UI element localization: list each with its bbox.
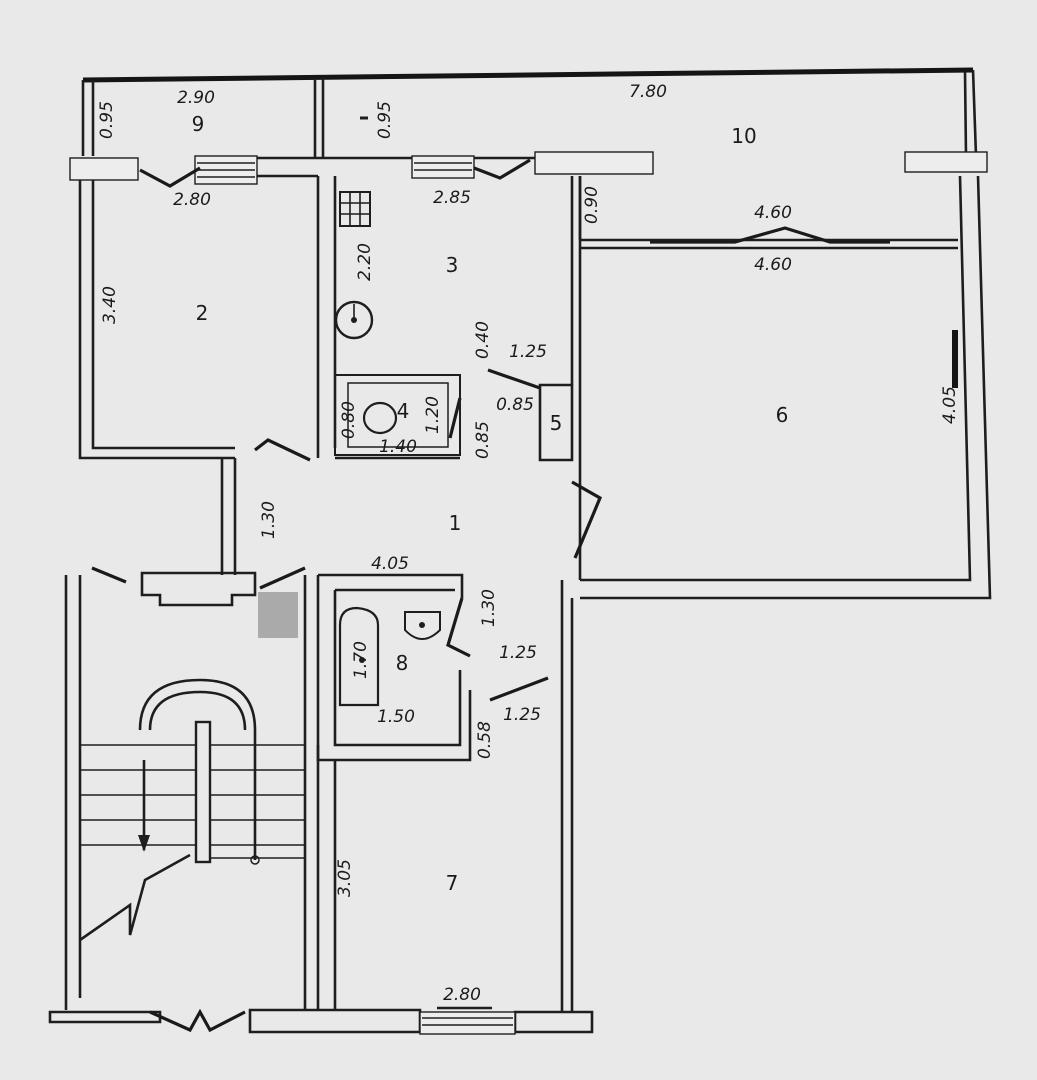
room-8-number: 8 (396, 651, 409, 675)
hall-left-wall (220, 458, 237, 575)
redacted-mark (258, 592, 298, 638)
dim-2-85: 2.85 (433, 188, 471, 208)
fixtures (258, 191, 461, 707)
window-room3 (411, 155, 475, 179)
dim-2-90: 2.90 (177, 88, 215, 108)
dim-2-80-top: 2.80 (173, 190, 211, 210)
balcony10-parapet-right (904, 151, 988, 173)
dim-1-25-bottom: 1.25 (503, 705, 541, 725)
room8-walls (316, 590, 472, 762)
balcony-left-wall (81, 80, 95, 156)
walls (48, 67, 992, 1034)
dim-0-40: 0.40 (473, 321, 493, 359)
balcony-top-wall (82, 67, 974, 83)
dim-4-05-right: 4.05 (940, 386, 960, 424)
room-5-number: 5 (550, 411, 563, 435)
dim-0-95-left: 0.95 (97, 101, 117, 139)
door-room6 (571, 480, 603, 559)
dim-4-05-hall: 4.05 (371, 554, 409, 574)
stair-top-wall (140, 571, 257, 607)
window-room6 (952, 330, 958, 388)
balcony-divider (313, 78, 325, 158)
dim-2-20: 2.20 (355, 243, 375, 281)
bathtub-icon (338, 606, 380, 707)
room-9-number: 9 (192, 112, 205, 136)
window-room7 (419, 1011, 516, 1035)
room-2-number: 2 (196, 301, 209, 325)
room-3-number: 3 (446, 253, 459, 277)
doors (91, 158, 890, 1033)
dim-1-30-hall: 1.30 (259, 501, 279, 539)
wall-2-3 (316, 176, 337, 458)
room8-top (318, 573, 464, 598)
stair-arrow-icon (138, 835, 150, 852)
door-room8 (446, 597, 471, 658)
room-4-number: 4 (397, 399, 410, 423)
dim-3-40: 3.40 (100, 286, 120, 324)
room-6-number: 6 (776, 403, 789, 427)
dim-1-25-bath: 1.25 (499, 643, 537, 663)
balcony-right-wall (963, 69, 978, 157)
balcony10-parapet-left (534, 151, 654, 175)
door-stair-top (91, 566, 127, 584)
stair-break-line (79, 853, 191, 942)
bath-sink-icon (404, 611, 441, 640)
dim-4-60-bottom: 4.60 (754, 255, 792, 275)
door-room3 (487, 368, 541, 390)
dim-3-05: 3.05 (335, 859, 355, 897)
room-labels: 1 2 3 4 5 6 7 8 9 10 (192, 112, 789, 895)
door-balcony3 (473, 158, 531, 180)
door-entrance (259, 566, 306, 590)
wall-3-6 (570, 176, 582, 580)
toilet-icon (362, 401, 398, 435)
dim-0-58: 0.58 (475, 721, 495, 759)
kitchen-sink-icon (334, 300, 374, 340)
stair-bottom-wall (48, 1010, 162, 1024)
dim-0-85-vertical: 0.85 (473, 421, 493, 459)
dimension-labels: 2.90 0.95 0.95 7.80 2.80 2.85 0.90 4.60 … (97, 82, 960, 1010)
stove-icon (339, 191, 371, 227)
closet5 (538, 383, 574, 462)
balcony9-parapet (69, 157, 139, 181)
dim-1-70: 1.70 (351, 641, 371, 679)
dim-0-80: 0.80 (339, 401, 359, 439)
door-room2 (254, 438, 311, 462)
stair-left-wall (64, 575, 82, 1010)
room-1-number: 1 (449, 511, 462, 535)
wall-stair-7 (303, 575, 320, 1010)
door-room4 (448, 397, 462, 439)
windows (69, 151, 988, 1035)
dim-1-50: 1.50 (377, 707, 415, 727)
hall-right-wall (560, 580, 574, 690)
room7-walls (333, 682, 574, 1012)
room6-top-wall (580, 238, 958, 250)
wc-room4 (334, 374, 461, 456)
front-wall (255, 156, 535, 178)
door-stair-bottom (149, 1008, 246, 1033)
stair-steps (80, 744, 305, 846)
stair-handrail-arc (138, 678, 257, 860)
room6-right-bottom-wall (580, 175, 992, 600)
dim-0-95-mid: 0.95 (375, 101, 395, 139)
staircase (79, 678, 305, 942)
stair-center-rail (194, 720, 212, 864)
dim-1-30-bath: 1.30 (479, 589, 499, 627)
door-balcony9 (139, 166, 201, 188)
room-10-number: 10 (731, 124, 756, 148)
door-balcony10 (650, 226, 890, 244)
dim-1-25-top: 1.25 (509, 342, 547, 362)
room-7-number: 7 (446, 871, 459, 895)
dim-1-40: 1.40 (379, 437, 417, 457)
dim-1-20: 1.20 (423, 396, 443, 434)
dim-2-80-bottom: 2.80 (443, 985, 481, 1005)
dim-0-85-right: 0.85 (496, 395, 534, 415)
dim-4-60-top: 4.60 (754, 203, 792, 223)
room2-left-wall (78, 178, 235, 460)
dim-0-90: 0.90 (582, 186, 602, 224)
door-room7 (489, 676, 549, 702)
dim-7-80: 7.80 (629, 82, 667, 102)
